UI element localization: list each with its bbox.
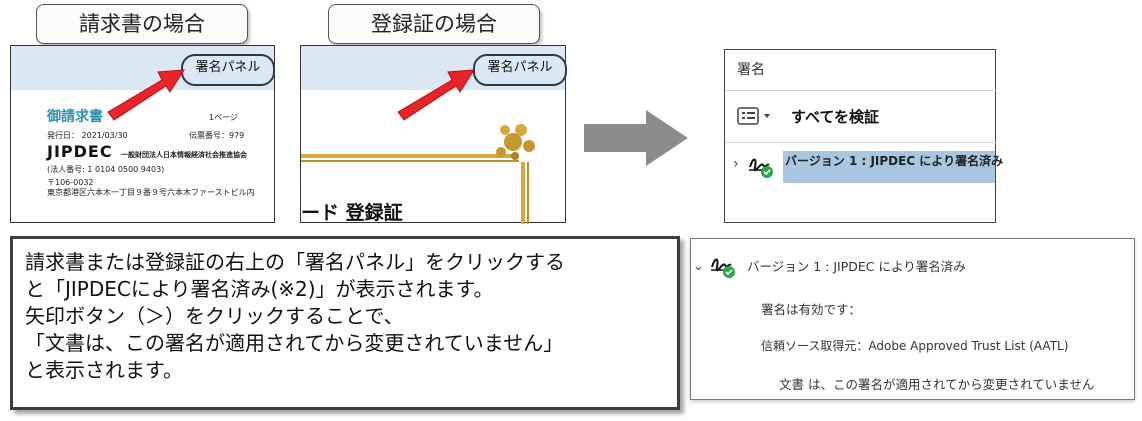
- certificate-case-label: 登録証の場合: [328, 4, 540, 44]
- signature-version-row[interactable]: バージョン 1 : JIPDEC により署名済み: [783, 151, 1003, 183]
- certificate-signature-panel-button[interactable]: 署名パネル: [473, 54, 567, 86]
- invoice-red-arrow: [107, 69, 185, 121]
- callout-line-5: と表示されます。: [25, 358, 183, 382]
- flow-arrow: [584, 110, 688, 166]
- invoice-corp-no: (法人番号: 1 0104 0500 9403): [47, 165, 165, 174]
- invoice-slip-no: 伝票番号：979: [189, 131, 245, 140]
- verify-all-button[interactable]: すべてを検証: [791, 108, 880, 126]
- signature-panel-title: 署名: [737, 62, 765, 78]
- signature-valid-icon: [749, 158, 773, 178]
- document-unchanged-text: 文書 は、この署名が適用されてから変更されていません: [779, 377, 1095, 392]
- invoice-screenshot: 署名パネル 御請求書 1ページ 発行日： 2021/03/30 伝票番号：979…: [10, 45, 275, 223]
- invoice-title: 御請求書: [47, 109, 103, 125]
- trust-source-text: 信頼ソース取得元：Adobe Approved Trust List (AATL…: [761, 339, 1069, 353]
- details-version-row[interactable]: バージョン 1 : JIPDEC により署名済み: [747, 259, 966, 274]
- certificate-title: ード 登録証: [301, 202, 403, 224]
- gold-border-ornament: [301, 124, 535, 224]
- invoice-page: 1ページ: [209, 113, 238, 122]
- panel-divider-2: [725, 142, 997, 143]
- signature-valid-text: 署名は有効です：: [761, 302, 862, 317]
- instruction-callout: 請求書または登録証の右上の「署名パネル」をクリックする と「JIPDECにより署…: [10, 236, 680, 410]
- invoice-case-label: 請求書の場合: [36, 4, 248, 44]
- expand-chevron-icon[interactable]: ›: [733, 156, 739, 172]
- collapse-chevron-icon[interactable]: ⌄: [693, 259, 704, 274]
- panel-divider: [725, 90, 997, 91]
- callout-line-2: と「JIPDECにより署名済み(※2)」が表示されます。: [25, 277, 494, 301]
- invoice-org-name: 一般財団法人日本情報経済社会推進協会: [121, 151, 247, 159]
- certificate-red-arrow: [397, 69, 475, 121]
- invoice-signature-panel-button[interactable]: 署名パネル: [181, 54, 275, 86]
- callout-line-3: 矢印ボタン（＞）をクリックすることで、: [25, 304, 404, 328]
- list-options-icon: [737, 107, 770, 125]
- callout-line-4: 「文書は、この署名が適用されてから変更されていません」: [25, 331, 564, 355]
- invoice-postal: 〒106-0032: [47, 178, 94, 187]
- invoice-issue-date: 発行日： 2021/03/30: [47, 131, 128, 140]
- certificate-screenshot: 署名パネル ード 登録証: [300, 45, 567, 224]
- jipdec-logo: JIPDEC: [47, 142, 113, 161]
- options-menu-button[interactable]: [737, 106, 775, 126]
- acrobat-signature-panel: 署名 すべてを検証 › バージョン 1 : JIPDEC により署名済み: [724, 49, 1003, 223]
- invoice-address: 東京都港区六本木一丁目９番９号六本木ファーストビル内: [47, 188, 255, 197]
- signature-details-panel: ⌄ バージョン 1 : JIPDEC により署名済み 署名は有効です： 信頼ソー…: [690, 238, 1135, 400]
- signature-valid-icon-2: [711, 258, 735, 278]
- callout-line-1: 請求書または登録証の右上の「署名パネル」をクリックする: [25, 250, 565, 274]
